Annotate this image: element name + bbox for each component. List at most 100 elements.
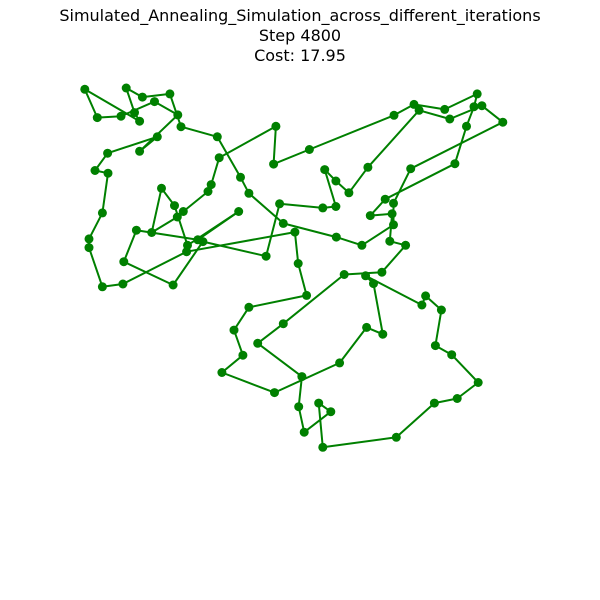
route-segment-48 (121, 250, 188, 285)
data-point-76 (294, 402, 304, 412)
route-segment-51 (297, 262, 308, 297)
data-point-49 (182, 247, 192, 257)
data-point-30 (137, 92, 147, 102)
route-segment-81 (380, 244, 407, 274)
data-point-96 (271, 121, 281, 131)
route-segment-14 (366, 109, 421, 169)
route-segment-97 (210, 156, 221, 186)
data-point-95 (269, 159, 279, 169)
data-point-21 (389, 220, 398, 230)
data-point-72 (318, 442, 328, 452)
data-point-46 (84, 243, 94, 253)
route-segment-102 (150, 187, 163, 234)
data-point-87 (450, 159, 460, 169)
route-segment-18 (409, 121, 504, 170)
data-point-86 (380, 194, 390, 204)
route-segment-13 (347, 166, 369, 194)
data-point-17 (477, 101, 487, 111)
data-point-79 (278, 319, 288, 329)
data-point-60 (378, 329, 388, 339)
data-point-37 (150, 97, 159, 107)
route-segment-90 (443, 92, 479, 111)
data-point-61 (369, 279, 378, 289)
data-point-103 (157, 183, 166, 193)
data-point-69 (452, 394, 462, 403)
route-segment-99 (182, 190, 209, 213)
data-point-40 (152, 132, 162, 142)
data-point-15 (414, 105, 424, 115)
data-point-65 (436, 305, 446, 315)
data-point-29 (165, 89, 175, 99)
data-point-101 (172, 212, 182, 222)
data-point-70 (429, 398, 439, 408)
data-point-14 (363, 162, 373, 172)
route-segment-44 (88, 211, 104, 240)
data-point-78 (253, 338, 263, 348)
data-point-104 (170, 201, 179, 211)
data-point-85 (365, 211, 375, 221)
route-segment-28 (168, 92, 182, 128)
route-segment-6 (201, 240, 268, 258)
data-point-73 (314, 398, 324, 408)
data-point-8 (275, 199, 285, 209)
route-segment-77 (256, 342, 303, 378)
route-segment-94 (272, 148, 311, 166)
data-point-20 (389, 198, 398, 208)
route-segment-58 (338, 326, 368, 364)
data-point-50 (290, 227, 300, 237)
chart-title-block: Simulated_Annealing_Simulation_across_di… (0, 6, 600, 66)
data-point-102 (147, 228, 157, 237)
data-point-92 (409, 99, 419, 109)
data-point-64 (421, 291, 431, 301)
data-point-41 (103, 148, 113, 158)
data-point-31 (121, 83, 131, 93)
data-point-35 (92, 113, 102, 123)
data-point-7 (261, 251, 271, 261)
data-point-55 (238, 350, 248, 360)
route-segment-43 (101, 172, 109, 214)
route-segment-33 (83, 88, 141, 123)
route-points (80, 83, 508, 452)
data-point-43 (103, 168, 113, 178)
data-point-38 (173, 110, 183, 120)
route-segment-55 (220, 354, 244, 374)
route-segment-104 (173, 204, 189, 247)
route-segment-86 (384, 162, 456, 201)
route-segment-27 (180, 125, 219, 138)
data-point-84 (387, 209, 397, 219)
data-point-58 (335, 358, 345, 368)
data-point-36 (116, 111, 126, 121)
data-point-90 (472, 89, 482, 99)
route-segment-87 (453, 125, 468, 165)
route-segment-71 (321, 436, 398, 449)
data-point-89 (469, 102, 479, 112)
route-segment-96 (218, 125, 277, 159)
data-point-5 (168, 280, 178, 290)
route-segment-19 (392, 167, 412, 205)
route-segment-29 (141, 92, 171, 99)
data-point-91 (440, 104, 450, 114)
route-segment-23 (282, 222, 338, 239)
data-point-68 (473, 378, 483, 387)
route-segment-34 (83, 88, 99, 119)
data-point-75 (299, 427, 309, 437)
data-point-100 (178, 207, 188, 216)
route-segment-40 (106, 135, 159, 155)
route-segment-4 (122, 260, 175, 286)
data-point-67 (447, 350, 457, 360)
data-point-34 (80, 84, 90, 94)
data-point-74 (326, 407, 336, 417)
data-point-59 (362, 322, 372, 332)
route-segment-76 (297, 375, 303, 408)
chart-title: Simulated_Annealing_Simulation_across_di… (59, 6, 541, 25)
data-point-44 (97, 208, 107, 218)
data-point-63 (417, 300, 427, 310)
route-segment-95 (272, 125, 277, 166)
route-segment-91 (413, 103, 446, 111)
chart-cost-label: Cost: 17.95 (254, 46, 346, 65)
data-point-9 (318, 203, 328, 213)
route-segment-60 (372, 282, 384, 336)
route-segment-2 (135, 229, 199, 241)
data-point-10 (331, 202, 341, 211)
